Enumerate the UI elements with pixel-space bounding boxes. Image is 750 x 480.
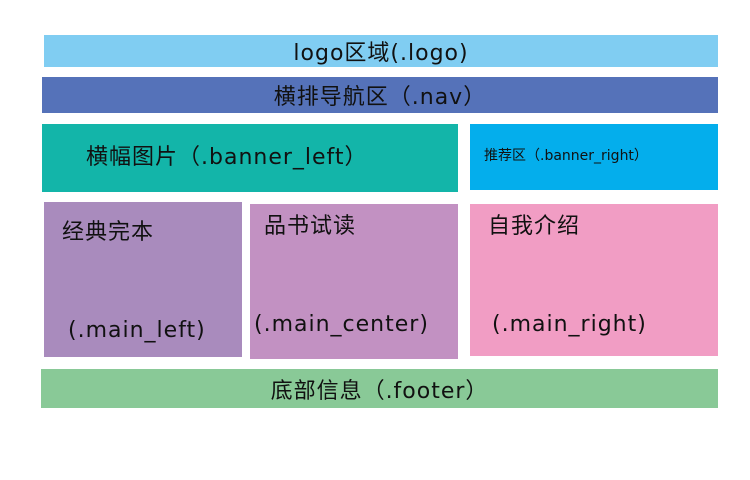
nav-region: 横排导航区（.nav） — [42, 77, 718, 113]
main-center-title: 品书试读 — [264, 214, 357, 239]
main-left-class-label: (.main_left) — [68, 318, 206, 343]
main-right-region: 自我介绍 (.main_right) — [470, 204, 718, 356]
main-left-region: 经典完本 (.main_left) — [44, 202, 242, 357]
banner-right-region: 推荐区（.banner_right） — [470, 124, 718, 190]
banner-right-label: 推荐区（.banner_right） — [484, 148, 648, 164]
logo-region: logo区域(.logo) — [44, 35, 718, 67]
main-right-class-label: (.main_right) — [492, 312, 647, 337]
footer-region-label: 底部信息（.footer） — [270, 378, 489, 404]
footer-region: 底部信息（.footer） — [41, 369, 718, 408]
banner-left-region: 横幅图片（.banner_left） — [42, 124, 458, 192]
nav-region-label: 横排导航区（.nav） — [273, 85, 487, 110]
main-center-region: 品书试读 (.main_center) — [250, 204, 458, 359]
main-right-title: 自我介绍 — [488, 214, 581, 239]
main-center-class-label: (.main_center) — [254, 312, 429, 337]
banner-left-label: 横幅图片（.banner_left） — [86, 145, 368, 170]
main-left-title: 经典完本 — [62, 220, 155, 245]
logo-region-label: logo区域(.logo) — [293, 41, 469, 66]
